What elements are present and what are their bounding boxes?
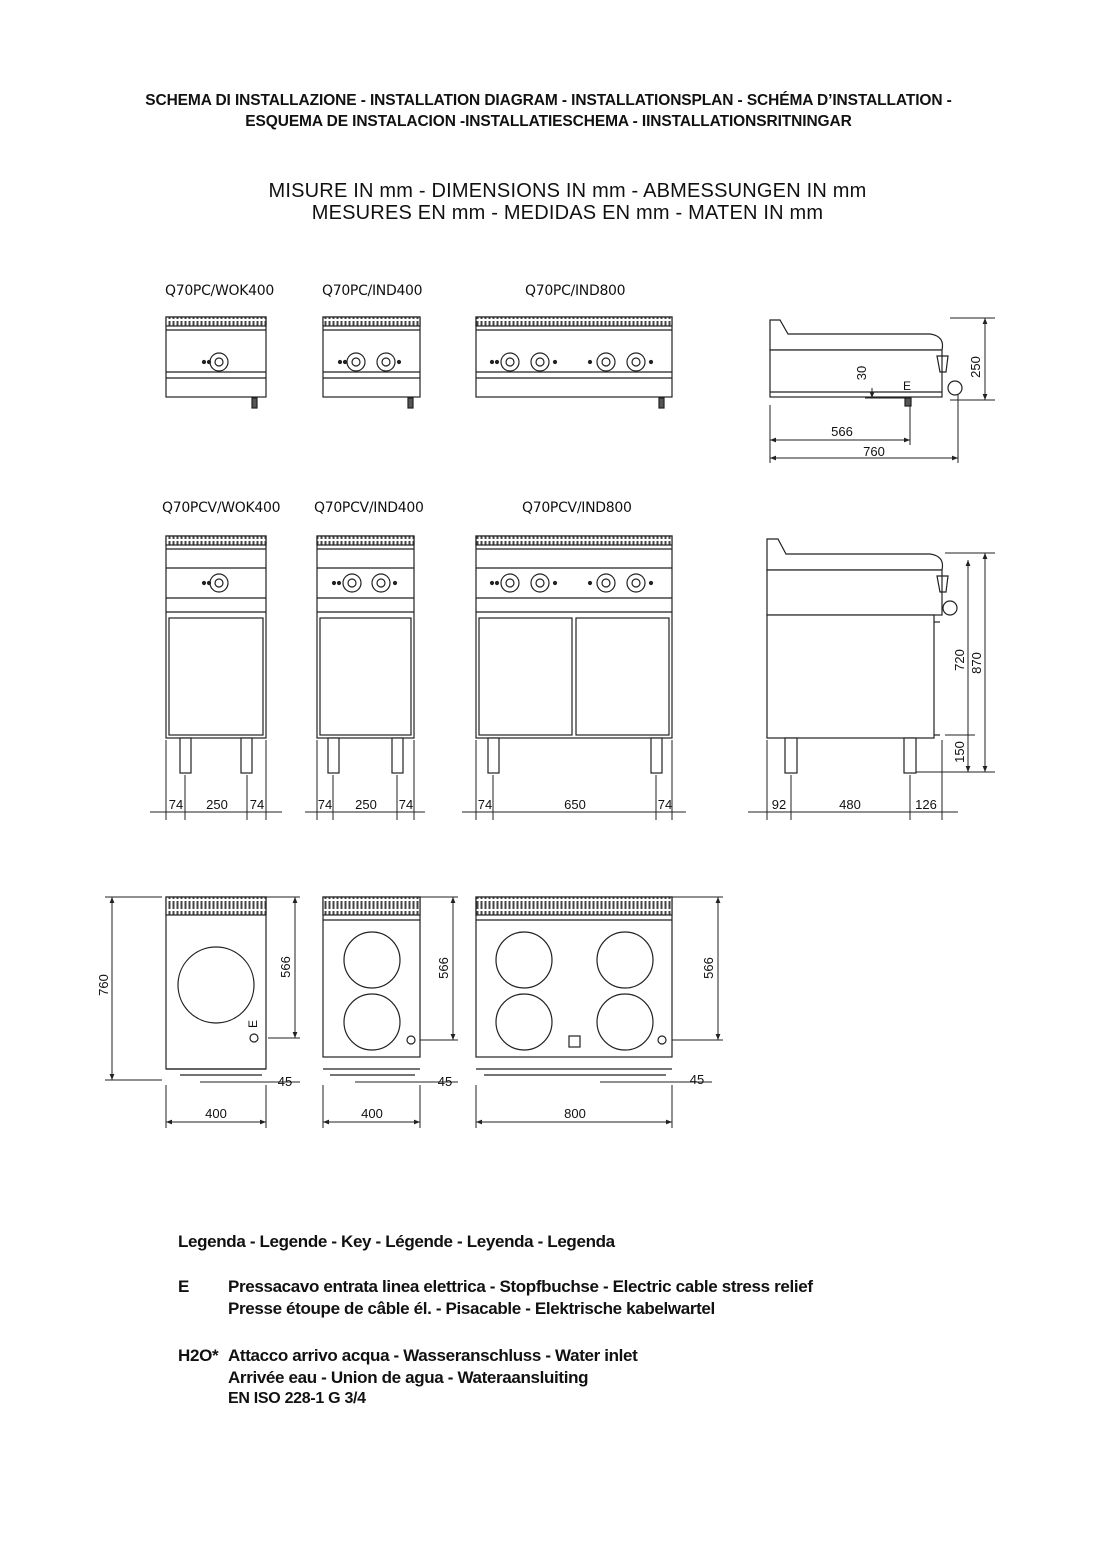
plan-view-ind400 [322, 896, 421, 1076]
dim-plan-566-c: 566 [701, 957, 716, 979]
dim-side-mid-126: 126 [915, 797, 937, 812]
model-label-q70pcv-wok400: Q70PCV/WOK400 [162, 500, 281, 516]
dim-front-mid-i: 74 [658, 797, 672, 812]
legend-e-line-2: Presse étoupe de câble él. - Pisacable -… [228, 1299, 715, 1318]
front-view-q70pcv-wok400 [165, 535, 267, 774]
plan-view-ind800 [475, 896, 673, 1076]
dim-side-top-30: 30 [854, 366, 869, 380]
plan-view-wok400 [165, 896, 267, 1076]
dim-side-mid-720: 720 [952, 649, 967, 671]
dim-plan-760: 760 [96, 974, 111, 996]
header-line-1: SCHEMA DI INSTALLAZIONE - INSTALLATION D… [145, 92, 952, 109]
dim-plan-45-a: 45 [278, 1074, 292, 1089]
units-line-1: MISURE IN mm - DIMENSIONS IN mm - ABMESS… [268, 180, 867, 202]
legend-h2o-key: H2O* [178, 1346, 219, 1365]
legend-title: Legenda - Legende - Key - Légende - Leye… [178, 1232, 615, 1251]
dim-plan-e: E [246, 1020, 260, 1028]
dim-front-mid-c: 74 [250, 797, 264, 812]
front-view-q70pc-wok400 [165, 316, 267, 409]
dim-front-mid-b: 250 [206, 797, 228, 812]
front-view-q70pcv-ind400 [316, 535, 415, 774]
dim-side-mid-870: 870 [969, 652, 984, 674]
dim-side-mid-480: 480 [839, 797, 861, 812]
model-label-q70pc-ind400: Q70PC/IND400 [322, 283, 423, 299]
dim-side-mid-92: 92 [772, 797, 786, 812]
header-line-2: ESQUEMA DE INSTALACION -INSTALLATIESCHEM… [245, 113, 852, 130]
dim-front-mid-e: 250 [355, 797, 377, 812]
dim-plan-400-b: 400 [361, 1106, 383, 1121]
model-label-q70pcv-ind800: Q70PCV/IND800 [522, 500, 632, 516]
dim-side-mid-150: 150 [952, 741, 967, 763]
dim-plan-566-a: 566 [278, 956, 293, 978]
legend-h2o-line-1: Attacco arrivo acqua - Wasseranschluss -… [228, 1346, 638, 1365]
side-view-top [769, 319, 963, 407]
dim-plan-45-c: 45 [690, 1072, 704, 1087]
model-label-q70pc-wok400: Q70PC/WOK400 [165, 283, 274, 299]
dim-side-top-e: E [903, 379, 911, 393]
dim-side-top-760: 760 [863, 444, 885, 459]
dim-plan-400-a: 400 [205, 1106, 227, 1121]
legend-e-key: E [178, 1277, 190, 1296]
model-label-q70pc-ind800: Q70PC/IND800 [525, 283, 626, 299]
dim-plan-566-b: 566 [436, 957, 451, 979]
dim-side-top-566: 566 [831, 424, 853, 439]
units-line-2: MESURES EN mm - MEDIDAS EN mm - MATEN IN… [311, 202, 824, 224]
dim-plan-800: 800 [564, 1106, 586, 1121]
dim-side-top-250: 250 [968, 356, 983, 378]
front-view-q70pc-ind400 [322, 316, 421, 409]
dim-front-mid-h: 650 [564, 797, 586, 812]
front-view-q70pcv-ind800 [475, 535, 673, 774]
dim-front-mid-f: 74 [399, 797, 413, 812]
dim-front-mid-a: 74 [169, 797, 183, 812]
legend-e-line-1: Pressacavo entrata linea elettrica - Sto… [228, 1277, 813, 1296]
side-view-middle [766, 538, 958, 774]
front-view-q70pc-ind800 [475, 316, 673, 409]
dim-front-mid-d: 74 [318, 797, 332, 812]
legend-h2o-line-3: EN ISO 228-1 G 3/4 [228, 1390, 366, 1407]
model-label-q70pcv-ind400: Q70PCV/IND400 [314, 500, 424, 516]
legend-h2o-line-2: Arrivée eau - Union de agua - Wateraansl… [228, 1368, 589, 1387]
dim-plan-45-b: 45 [438, 1074, 452, 1089]
dim-front-mid-g: 74 [478, 797, 492, 812]
